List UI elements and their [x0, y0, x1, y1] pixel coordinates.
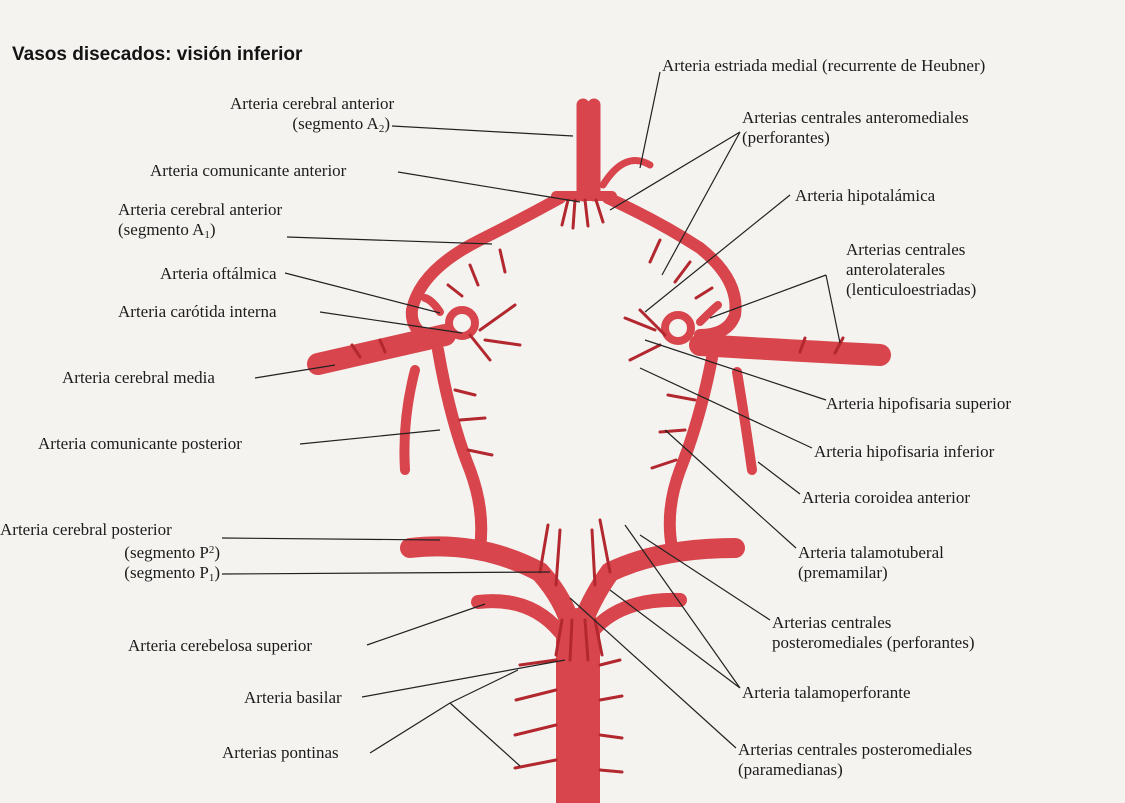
label-oftalmica: Arteria oftálmica — [160, 264, 277, 284]
pcom-left-vessel — [438, 350, 481, 548]
label-cerebelosa: Arteria cerebelosa superior — [128, 636, 312, 656]
label-centrales-pm-para-line1: Arterias centrales posteromediales — [738, 740, 972, 760]
label-acp-p1-seg: (segmento P — [124, 563, 209, 582]
label-pontinas: Arterias pontinas — [222, 743, 339, 763]
sca-right-vessel — [592, 600, 680, 632]
label-acp-p1: (segmento P1) — [0, 563, 220, 588]
label-aca-a2-seg: (segmento A — [292, 114, 378, 133]
label-aca-a1-sub: 1 — [204, 229, 210, 241]
label-acp: Arteria cerebral posterior (segmento P2)… — [0, 520, 220, 588]
label-centrales-al-line1: Arterias centrales — [846, 240, 976, 260]
label-centrales-pm: Arterias centrales posteromediales (perf… — [772, 613, 975, 653]
label-acp-p2-seg: (segmento P — [124, 543, 209, 562]
ica-right-vessel — [665, 315, 691, 341]
heubner-vessel — [603, 161, 650, 186]
label-centrales-pm-line1: Arterias centrales — [772, 613, 975, 633]
label-aca-a2-line1: Arteria cerebral anterior — [230, 94, 390, 114]
sca-left-vessel — [478, 601, 560, 632]
label-centrales-pm-line2: posteromediales (perforantes) — [772, 633, 975, 653]
label-coroidea: Arteria coroidea anterior — [802, 488, 970, 508]
aca-a1-left — [412, 198, 560, 338]
label-talamotuberal-line1: Arteria talamotuberal — [798, 543, 944, 563]
mca-right-vessel — [700, 345, 880, 355]
label-centrales-am: Arterias centrales anteromediales (perfo… — [742, 108, 969, 148]
label-talamotuberal: Arteria talamotuberal (premamilar) — [798, 543, 944, 583]
label-acp-p2-sub: 2 — [209, 544, 215, 556]
label-acom: Arteria comunicante anterior — [150, 161, 346, 181]
label-hipotalamica: Arteria hipotalámica — [795, 186, 935, 206]
label-carotida: Arteria carótida interna — [118, 302, 277, 322]
diagram-title: Vasos disecados: visión inferior — [12, 44, 302, 66]
label-centrales-am-line2: (perforantes) — [742, 128, 969, 148]
label-centrales-pm-para: Arterias centrales posteromediales (para… — [738, 740, 972, 780]
label-basilar: Arteria basilar — [244, 688, 342, 708]
label-pcom: Arteria comunicante posterior — [38, 434, 242, 454]
ophthalmic-right-vessel — [700, 305, 718, 322]
label-hipofisaria-inf: Arteria hipofisaria inferior — [814, 442, 994, 462]
label-acp-line1: Arteria cerebral posterior — [0, 520, 220, 540]
label-centrales-pm-para-line2: (paramedianas) — [738, 760, 972, 780]
label-centrales-al: Arterias centrales anterolaterales (lent… — [846, 240, 976, 300]
label-centrales-am-line1: Arterias centrales anteromediales — [742, 108, 969, 128]
label-acp-p2: (segmento P2) — [0, 540, 220, 563]
label-aca-a2: Arteria cerebral anterior (segmento A2) — [230, 94, 390, 139]
choroidal-left-vessel — [404, 370, 415, 470]
choroidal-right-vessel — [737, 372, 752, 470]
label-acp-p1-sub: 1 — [209, 572, 215, 584]
label-acm: Arteria cerebral media — [62, 368, 215, 388]
label-hipofisaria-sup: Arteria hipofisaria superior — [826, 394, 1011, 414]
label-aca-a1-seg: (segmento A — [118, 220, 204, 239]
mca-left-vessel — [318, 335, 445, 364]
label-centrales-al-line2: anterolaterales — [846, 260, 976, 280]
label-aca-a1-line2: (segmento A1) — [118, 220, 282, 245]
label-heubner: Arteria estriada medial (recurrente de H… — [662, 56, 985, 76]
label-talamotuberal-line2: (premamilar) — [798, 563, 944, 583]
label-aca-a2-line2: (segmento A2) — [230, 114, 390, 139]
label-talamoperforante: Arteria talamoperforante — [742, 683, 911, 703]
label-aca-a1: Arteria cerebral anterior (segmento A1) — [118, 200, 282, 245]
label-aca-a1-line1: Arteria cerebral anterior — [118, 200, 282, 220]
label-centrales-al-line3: (lenticuloestriadas) — [846, 280, 976, 300]
label-aca-a2-sub: 2 — [379, 123, 385, 135]
